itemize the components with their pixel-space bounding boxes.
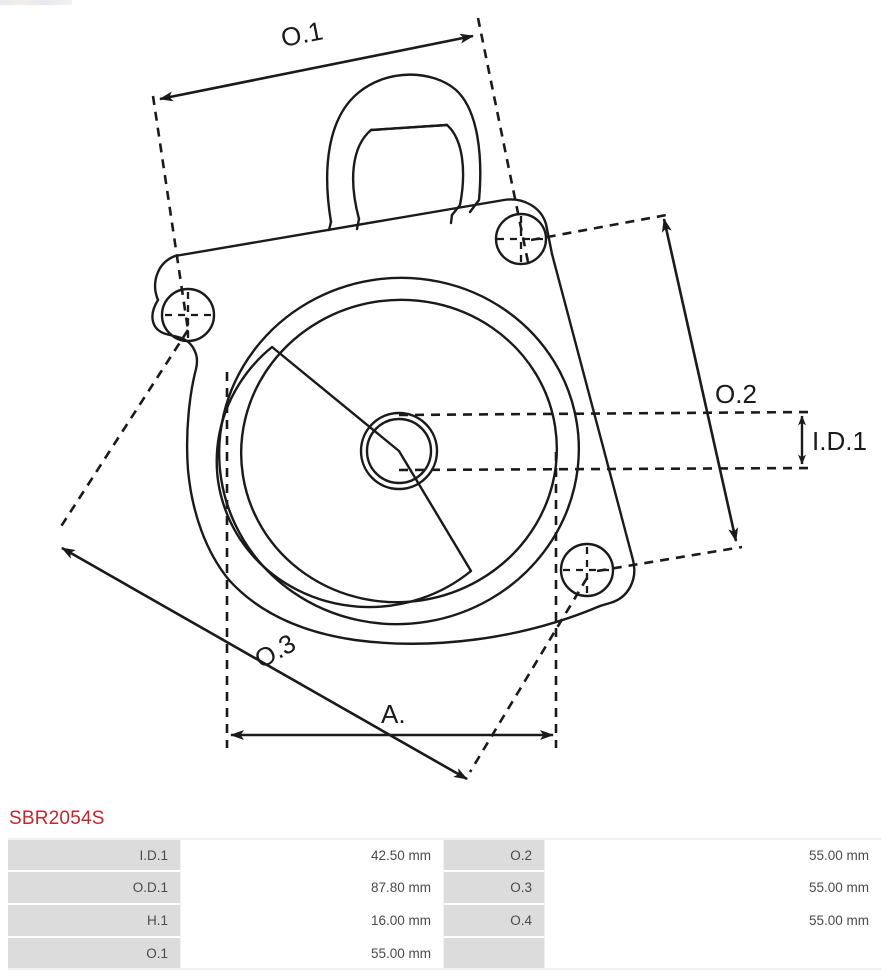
dim-label-o2: O.2 [715, 379, 757, 409]
mounting-hole-crosshairs [165, 216, 611, 593]
eye-inner-top-flat [369, 123, 449, 132]
flange-top-edge [153, 198, 554, 302]
ext-o3-lower [468, 577, 589, 773]
top-edge-artifact [0, 0, 72, 5]
spec-value-left: 55.00 mm [180, 937, 444, 970]
dim-label-o3: O.3 [249, 628, 300, 675]
ext-o2-top [530, 212, 673, 242]
spec-label-left: I.D.1 [8, 838, 180, 871]
spec-value-left: 87.80 mm [180, 871, 444, 904]
flange-right-edge [550, 252, 635, 562]
spec-label-right: O.2 [444, 838, 544, 871]
spec-label-right: O.4 [444, 904, 544, 937]
spec-value-right: 55.00 mm [544, 838, 881, 871]
spec-value-left: 42.50 mm [180, 838, 444, 871]
specifications-table: I.D.1 42.50 mm O.2 55.00 mm O.D.1 87.80 … [8, 838, 881, 970]
spec-label-left: H.1 [8, 904, 180, 937]
spec-value-left: 16.00 mm [180, 904, 444, 937]
dim-arrow-o2 [661, 218, 739, 542]
center-bore-inner [365, 417, 433, 485]
spec-label-left: O.1 [8, 937, 180, 970]
ext-o3-upper [58, 329, 190, 529]
spec-label-right [444, 937, 544, 970]
center-bore-outer [359, 411, 439, 491]
dim-label-id1: I.D.1 [812, 426, 867, 456]
spec-value-right [544, 937, 881, 970]
table-row: H.1 16.00 mm O.4 55.00 mm [8, 904, 881, 937]
mounting-hole-upper-right [494, 212, 548, 266]
starter-drive-end-housing-drawing: O.1 O.2 O.3 A. I.D.1 [58, 15, 867, 781]
dimension-arrows [61, 33, 806, 781]
dim-label-a: A. [381, 699, 406, 729]
dim-arrow-o3 [61, 546, 468, 781]
spec-value-right: 55.00 mm [544, 871, 881, 904]
ext-id1-top [398, 410, 813, 417]
mounting-hole-lower-right [559, 542, 615, 598]
dimension-labels: O.1 O.2 O.3 A. I.D.1 [249, 15, 867, 729]
eye-outer-profile [326, 73, 482, 224]
table-row: I.D.1 42.50 mm O.2 55.00 mm [8, 838, 881, 871]
ext-o2-bottom [596, 545, 743, 573]
ext-id1-bottom [398, 466, 813, 472]
specifications-table-wrapper: I.D.1 42.50 mm O.2 55.00 mm O.D.1 87.80 … [8, 838, 881, 970]
ext-o1-right [476, 17, 530, 263]
spoke-window-cut [215, 345, 473, 609]
table-row: O.1 55.00 mm [8, 937, 881, 970]
ext-o1-left [151, 95, 190, 331]
mounting-holes [160, 212, 615, 598]
extension-lines [58, 17, 813, 773]
spec-value-right: 55.00 mm [544, 904, 881, 937]
flange-left-edge [151, 298, 231, 582]
mounting-hole-upper-left [160, 287, 216, 343]
part-number-heading: SBR2054S [9, 808, 105, 829]
spec-label-right: O.3 [444, 871, 544, 904]
technical-drawing: O.1 O.2 O.3 A. I.D.1 [58, 15, 867, 781]
eye-inner-profile [351, 123, 465, 221]
eye-inner-right-leg [449, 213, 454, 225]
dim-arrow-o1 [159, 33, 474, 102]
table-row: O.D.1 87.80 mm O.3 55.00 mm [8, 871, 881, 904]
dim-label-o1: O.1 [278, 15, 325, 52]
specifications-table-body: I.D.1 42.50 mm O.2 55.00 mm O.D.1 87.80 … [8, 838, 881, 970]
spec-label-left: O.D.1 [8, 871, 180, 904]
